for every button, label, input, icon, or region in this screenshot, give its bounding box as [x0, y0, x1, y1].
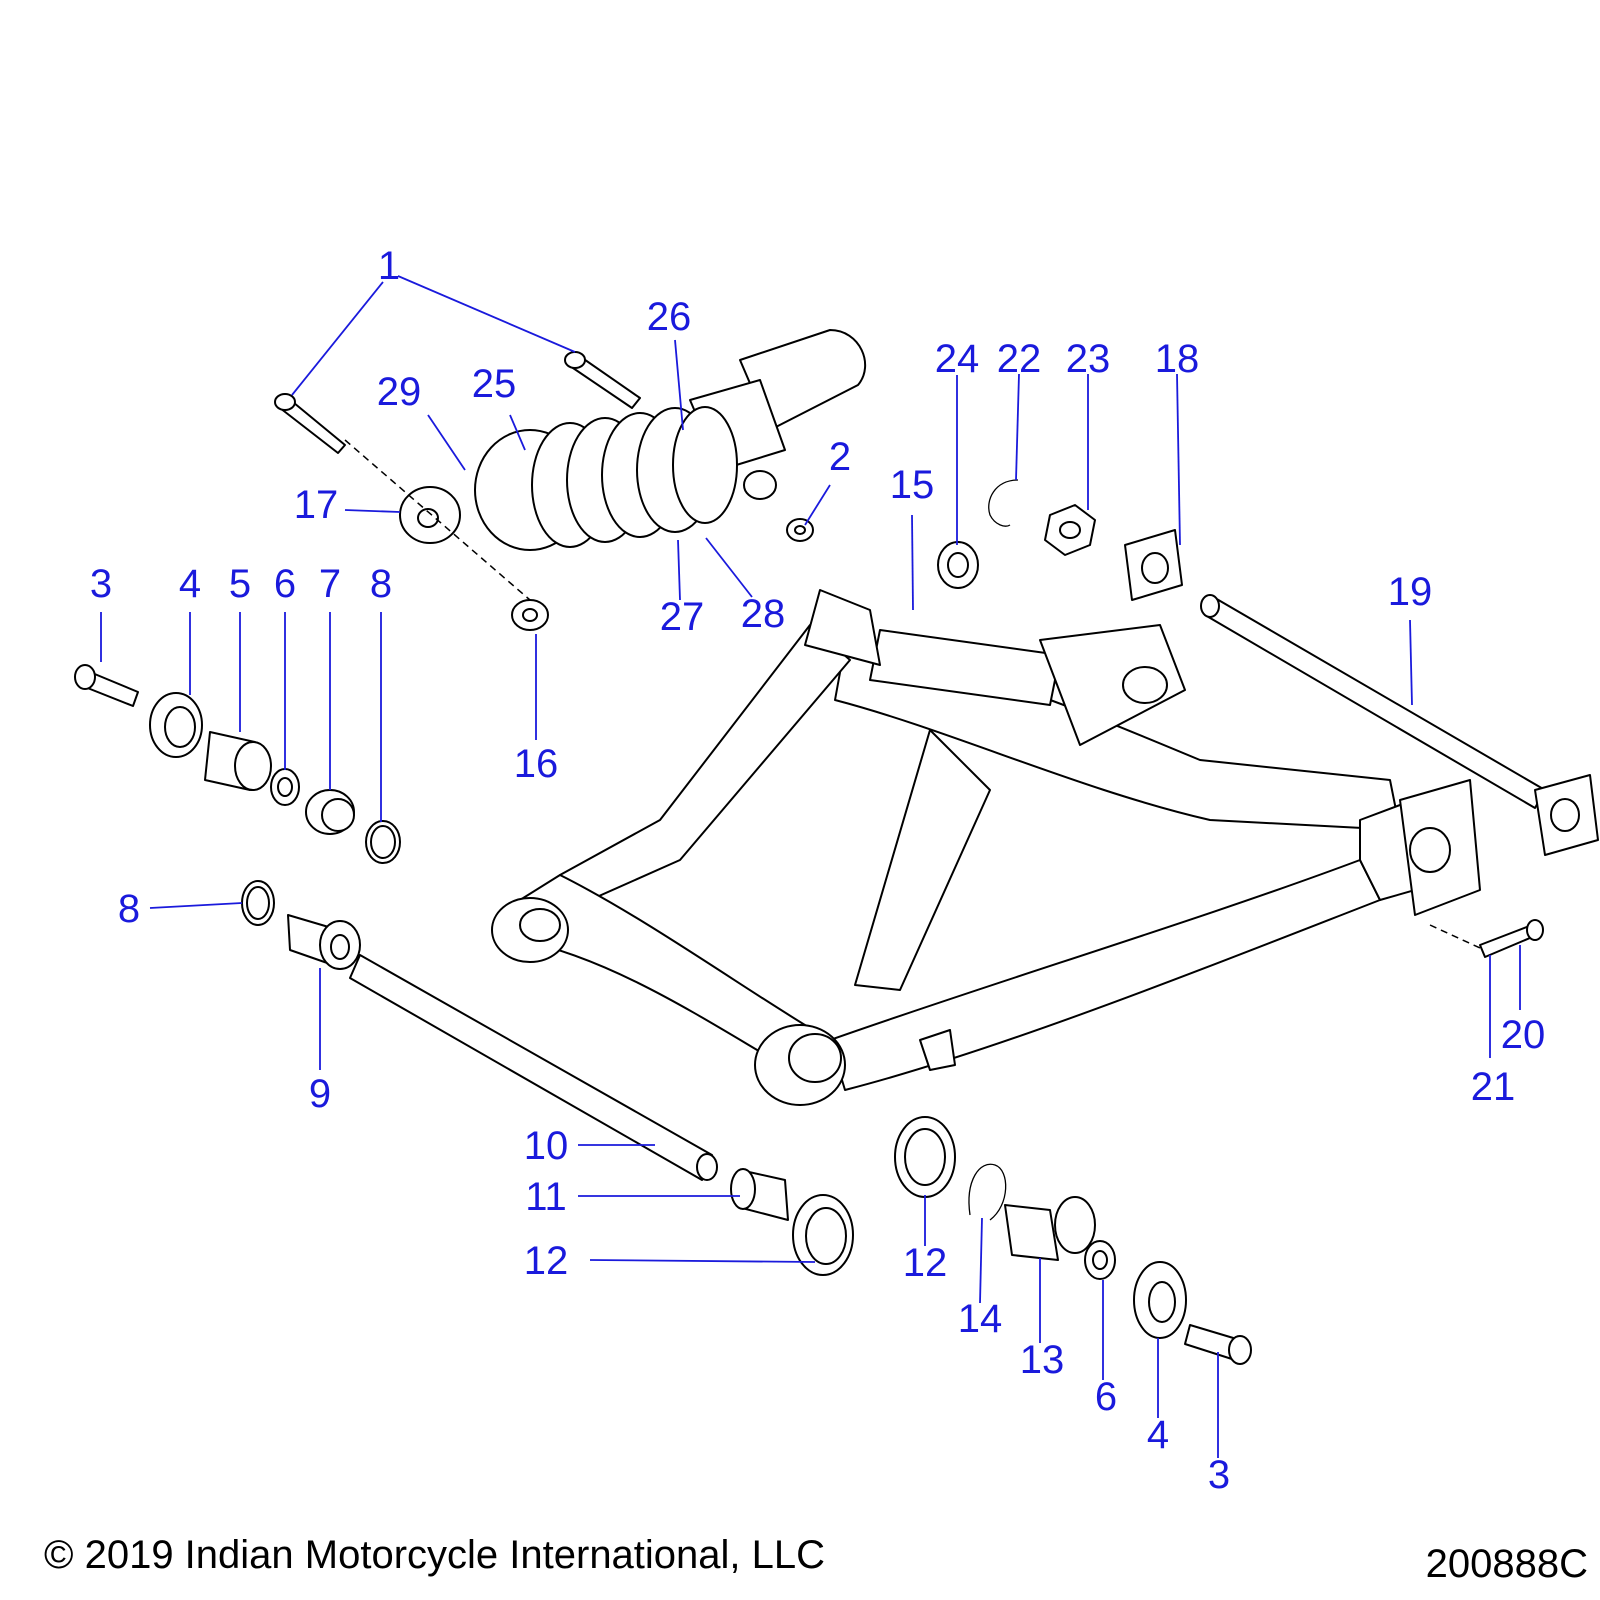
callout-14: 14 [958, 1297, 1003, 1341]
callout-21: 21 [1471, 1065, 1516, 1109]
hardware-parts [74, 351, 1599, 1365]
callout-8-lower: 8 [118, 887, 140, 931]
callout-28: 28 [741, 592, 786, 636]
callout-26: 26 [647, 295, 692, 339]
swingarm [491, 589, 1481, 1106]
callout-6-right: 6 [1095, 1375, 1117, 1419]
callout-24: 24 [935, 337, 980, 381]
shock-spring [474, 406, 738, 551]
callout-4-left: 4 [179, 562, 201, 606]
drawing-number: 200888C [1426, 1542, 1588, 1586]
callout-22: 22 [997, 337, 1042, 381]
callout-20: 20 [1501, 1013, 1546, 1057]
callout-5: 5 [229, 562, 251, 606]
callout-10: 10 [524, 1124, 569, 1168]
callout-17: 17 [294, 483, 339, 527]
callout-4-right: 4 [1147, 1413, 1169, 1457]
callout-12-left: 12 [524, 1239, 569, 1283]
callout-7: 7 [319, 562, 341, 606]
callout-6-left: 6 [274, 562, 296, 606]
callout-numbers: 1 26 24 22 23 18 29 25 2 17 15 3 4 5 6 7… [90, 244, 1545, 1497]
callout-11: 11 [525, 1175, 567, 1219]
leader-lines [100, 275, 1521, 1458]
callout-2: 2 [829, 435, 851, 479]
callout-29: 29 [377, 370, 422, 414]
callout-8-upper: 8 [370, 562, 392, 606]
callout-16: 16 [514, 742, 559, 786]
callout-27: 27 [660, 595, 705, 639]
callout-23: 23 [1066, 337, 1111, 381]
copyright-notice: © 2019 Indian Motorcycle International, … [44, 1533, 825, 1577]
callout-3-right: 3 [1208, 1453, 1230, 1497]
callout-9: 9 [309, 1072, 331, 1116]
callout-18: 18 [1155, 337, 1200, 381]
callout-1: 1 [378, 244, 400, 288]
callout-15: 15 [890, 463, 935, 507]
callout-12-right: 12 [903, 1241, 948, 1285]
callout-25: 25 [472, 362, 517, 406]
callout-19: 19 [1388, 570, 1433, 614]
shock-absorber [399, 329, 867, 551]
callout-13: 13 [1020, 1338, 1065, 1382]
callout-3-left: 3 [90, 562, 112, 606]
